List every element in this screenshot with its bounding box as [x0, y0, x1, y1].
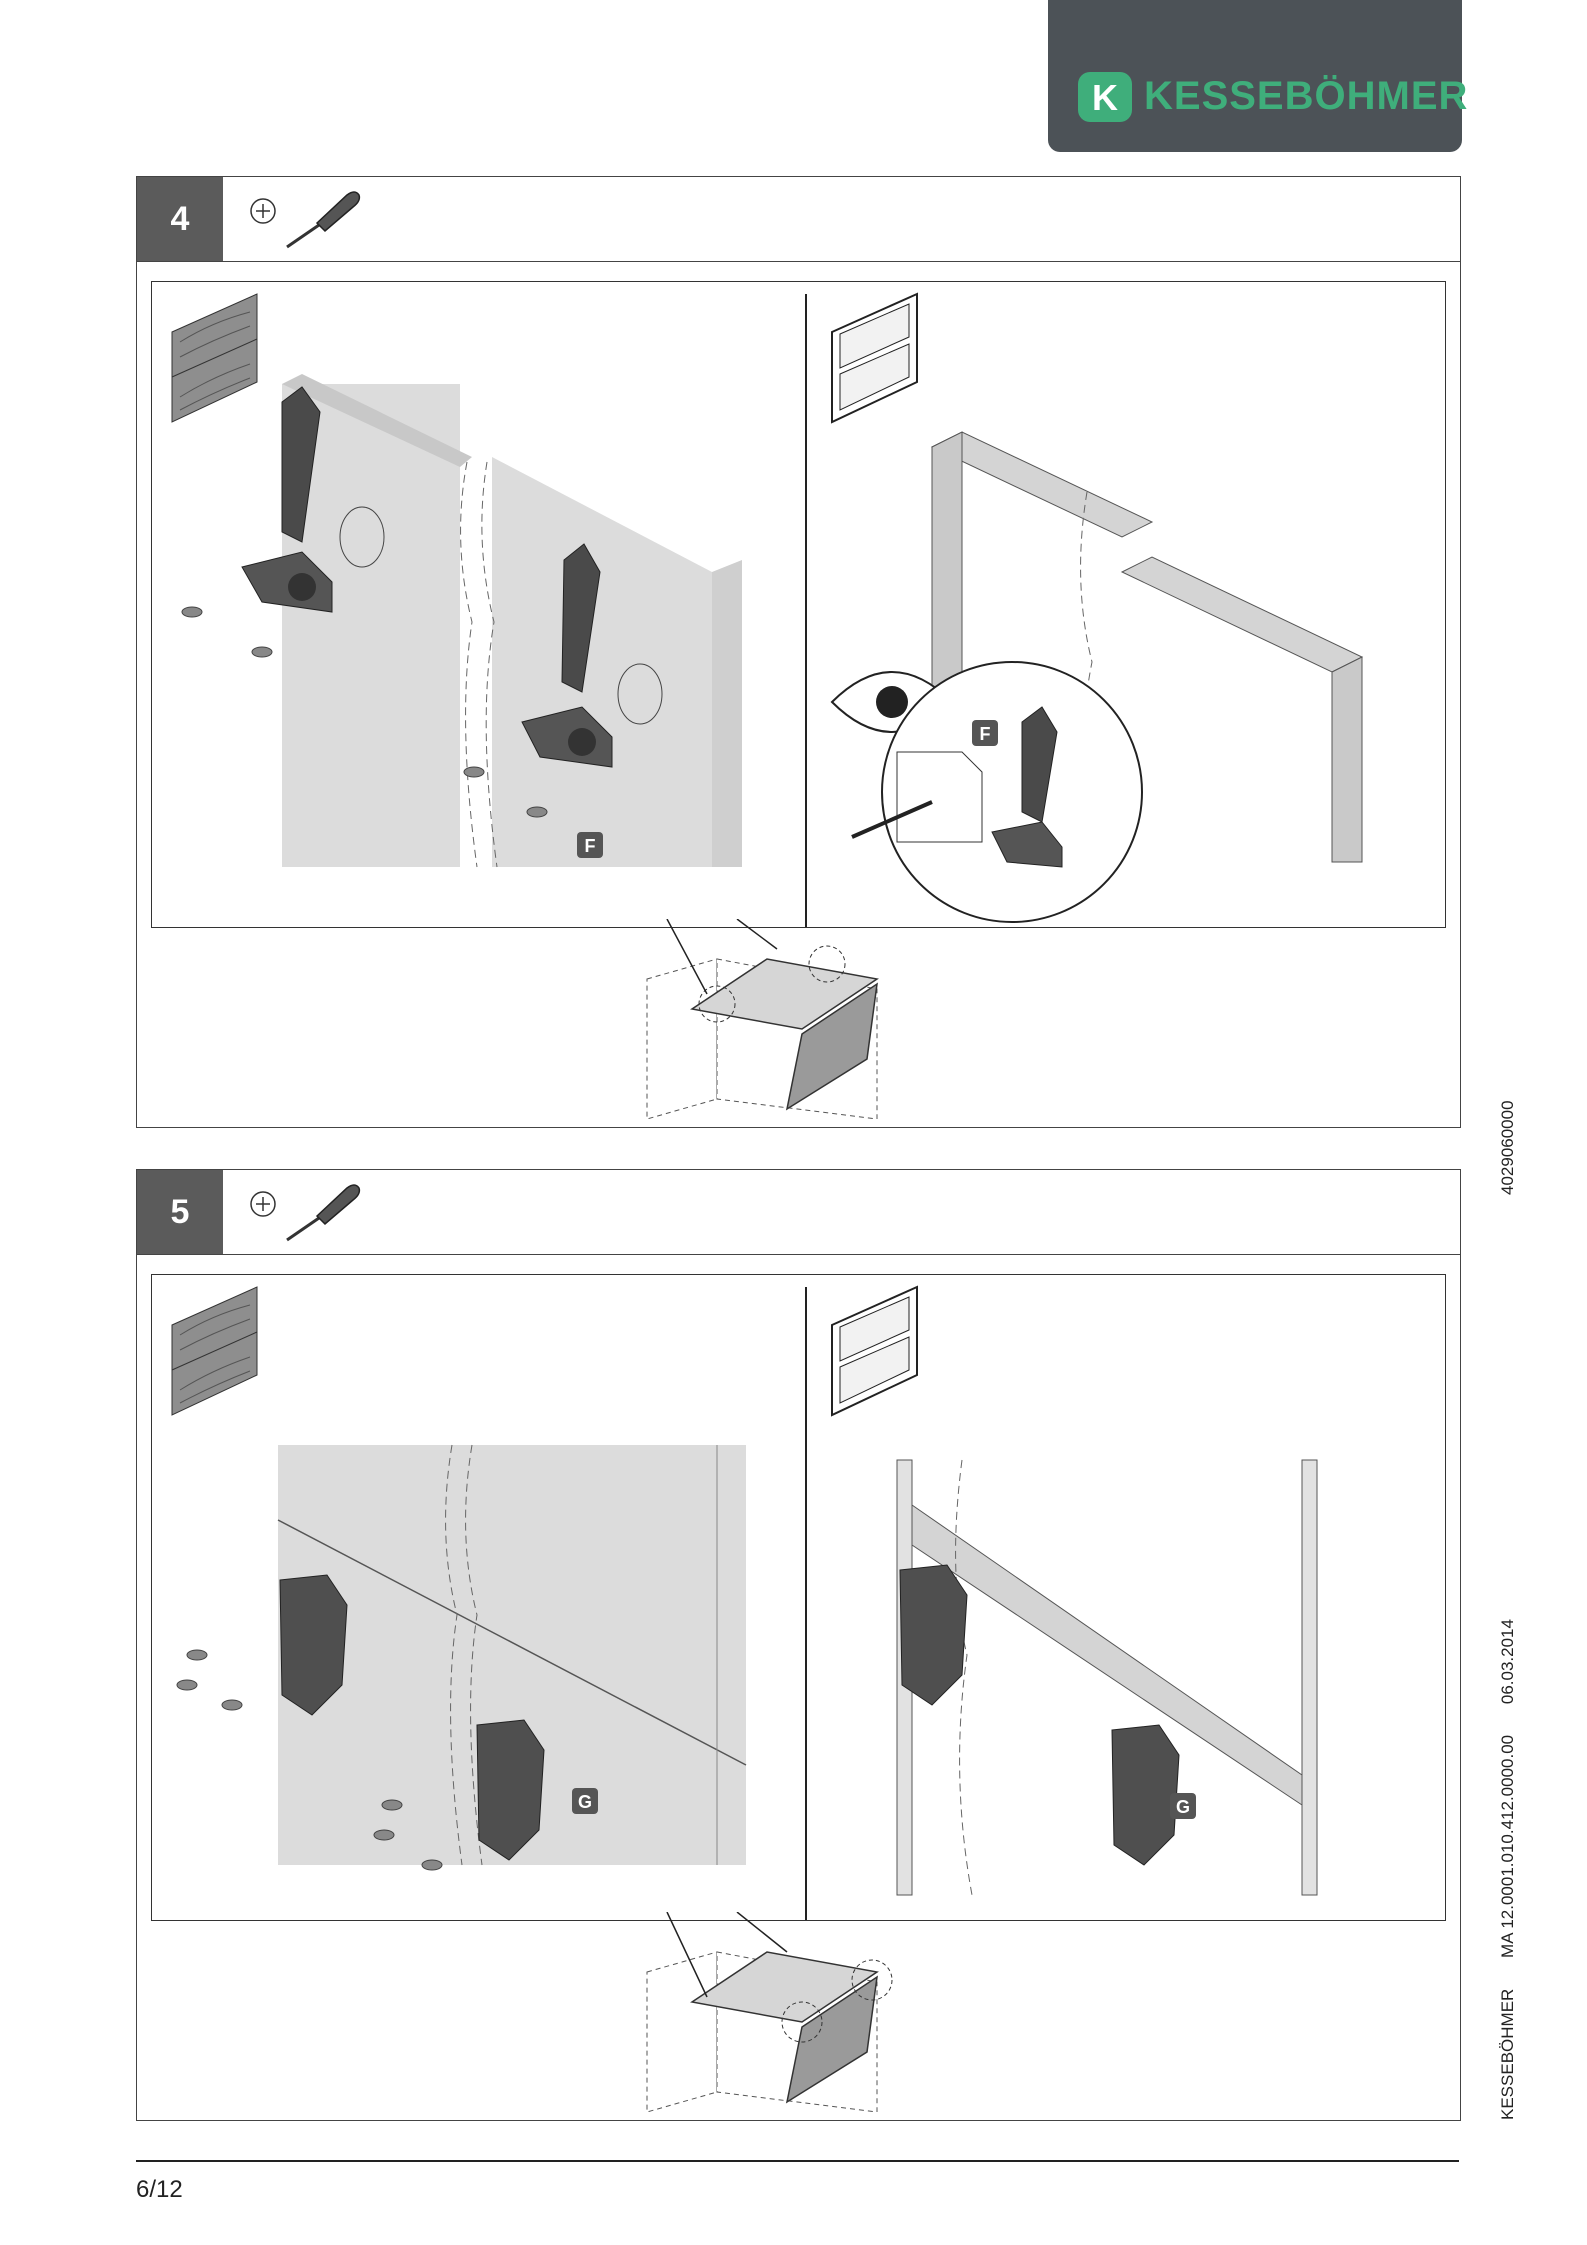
callout-badge-g-right: G [1170, 1793, 1196, 1819]
glass-door-icon [831, 1285, 918, 1417]
brand-name: KESSEBÖHMER [1144, 74, 1469, 118]
step-4-section: 4 [136, 176, 1461, 1128]
flap-hinge-right [476, 1719, 545, 1861]
article-number: 4029060000 [1498, 1100, 1517, 1195]
brand-logo-icon: K [1078, 72, 1132, 122]
callout-letter-f: F [585, 836, 596, 856]
callout-letter-f: F [980, 724, 991, 744]
brand-logo-letter: K [1092, 77, 1118, 118]
document-date: 06.03.2014 [1498, 1619, 1517, 1705]
wood-door-icon [171, 1286, 258, 1416]
flap-hinge-frame-right [1111, 1724, 1180, 1866]
step-4-illustration-panel: F [151, 281, 1446, 928]
phillips-screwdriver-icon [250, 191, 361, 249]
concealed-hinge-left [241, 386, 333, 613]
flap-hinge-left [279, 1574, 348, 1716]
phillips-screwdriver-icon [250, 1184, 361, 1242]
cabinet-overview-step-5 [646, 1912, 893, 2112]
step-4-header: 4 [137, 177, 1460, 262]
concealed-hinge-right [521, 543, 613, 768]
screwdriver-icon [851, 800, 933, 839]
step-5-number: 5 [137, 1170, 223, 1254]
callout-letter-g: G [1176, 1797, 1190, 1817]
callout-badge-g-left: G [572, 1788, 598, 1814]
step-5-illustration-panel: G G [151, 1274, 1446, 1921]
step-4-number: 4 [137, 177, 223, 261]
callout-badge-f-right: F [972, 720, 998, 746]
document-number: MA 12.0001.010.412.0000.00 [1498, 1734, 1517, 1958]
step-5-header: 5 [137, 1170, 1460, 1255]
step-5-section: 5 [136, 1169, 1461, 2121]
glass-door-icon [831, 292, 918, 424]
brand-logo-tab: K KESSEBÖHMER [1048, 0, 1467, 152]
callout-badge-f-left: F [577, 832, 603, 858]
company-name: KESSEBÖHMER [1498, 1988, 1517, 2120]
cabinet-overview-step-4 [646, 919, 879, 1119]
page-number: 6/12 [136, 2176, 183, 2203]
footer-divider [136, 2160, 1459, 2162]
flap-hinge-frame-left [899, 1564, 968, 1706]
document-meta: KESSEBÖHMER MA 12.0001.010.412.0000.00 0… [1498, 1593, 1518, 2120]
document-icon [896, 751, 983, 843]
wood-door-icon [171, 293, 258, 423]
callout-letter-g: G [578, 1792, 592, 1812]
